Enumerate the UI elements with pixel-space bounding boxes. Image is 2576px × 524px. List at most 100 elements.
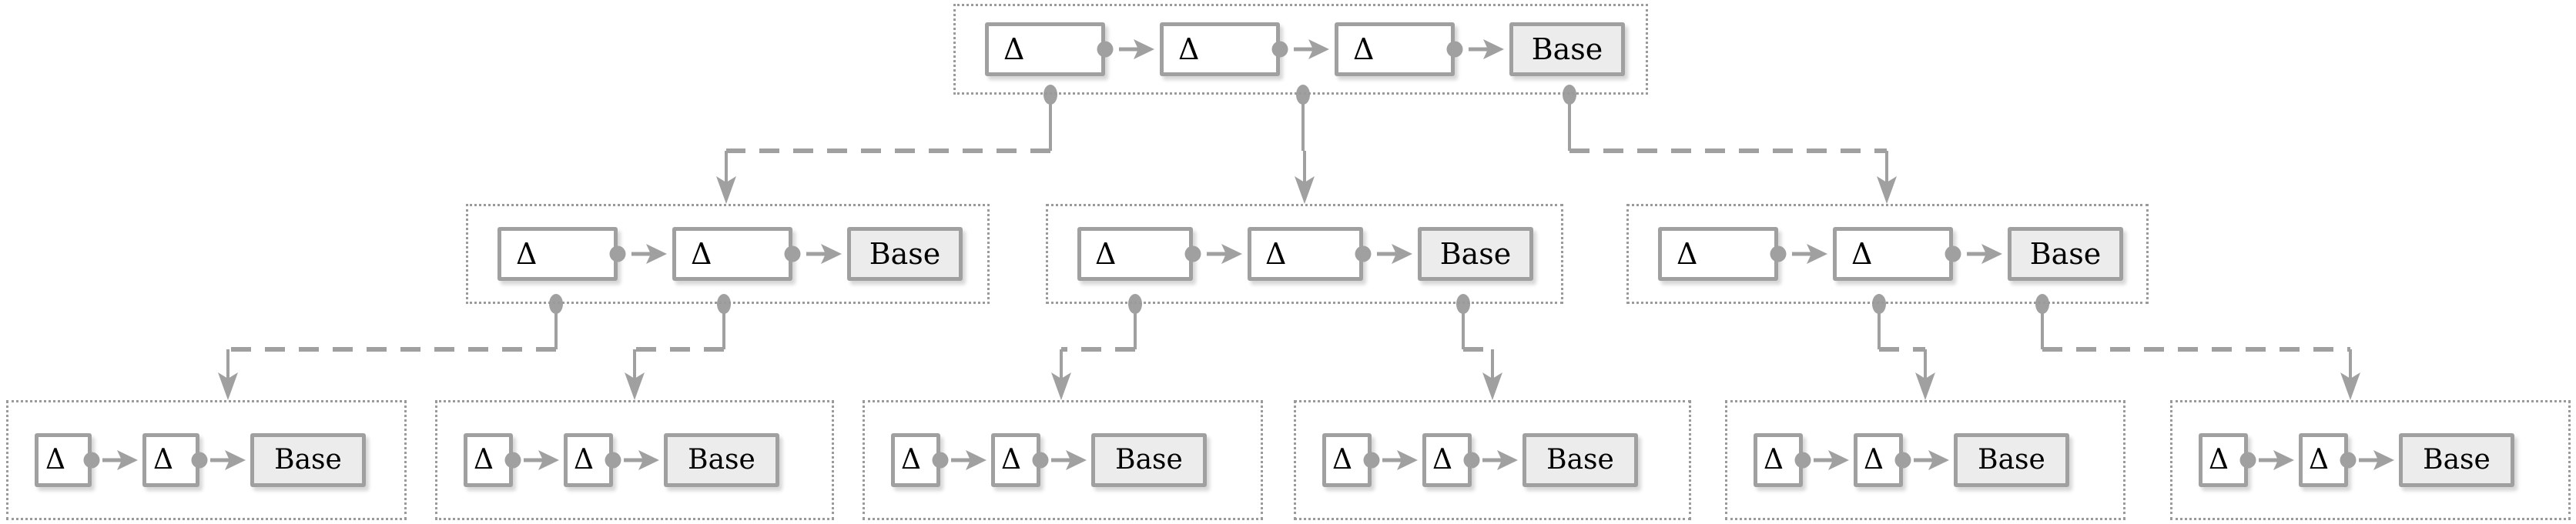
base-box[interactable]: Base: [1954, 433, 2069, 487]
delta-port-dot-icon: [1184, 245, 1201, 262]
base-box[interactable]: Base: [250, 433, 366, 487]
delta-box[interactable]: Δ: [991, 433, 1049, 487]
delta-port-dot-icon: [2239, 452, 2256, 469]
node-group-n0[interactable]: Δ Δ Δ Base: [953, 4, 1648, 95]
delta-glyph-icon: Δ: [1432, 444, 1452, 476]
delta-chain: Δ Δ Δ Base: [956, 6, 1646, 92]
chain-arrow-icon: [2359, 445, 2394, 476]
delta-port-dot-icon: [1894, 452, 1911, 469]
delta-chain: Δ Δ Base: [1296, 402, 1689, 518]
chain-spacer: [1329, 49, 1335, 50]
edge-arrowhead-icon: [1915, 372, 1935, 400]
edge-e8: [2035, 294, 2360, 400]
delta-box[interactable]: Δ: [1754, 433, 1811, 487]
base-box[interactable]: Base: [1091, 433, 1207, 487]
edge-e6: [1456, 294, 1502, 400]
delta-box[interactable]: Δ: [1658, 227, 1787, 281]
delta-box[interactable]: Δ: [1335, 22, 1463, 76]
delta-box[interactable]: Δ: [672, 227, 801, 281]
delta-glyph-icon: Δ: [1178, 32, 1200, 66]
chain-spacer: [2002, 254, 2008, 255]
chain-spacer: [667, 254, 672, 255]
delta-box[interactable]: Δ: [142, 433, 208, 487]
edge-arrowhead-icon: [1482, 372, 1502, 400]
delta-box[interactable]: Δ: [1160, 22, 1288, 76]
delta-box[interactable]: Δ: [891, 433, 949, 487]
chain-arrow-icon: [1377, 239, 1412, 269]
base-box[interactable]: Base: [847, 227, 963, 281]
delta-port-dot-icon: [932, 452, 949, 469]
edge-arrowhead-icon: [2340, 372, 2360, 400]
node-group-n7[interactable]: Δ Δ Base: [1294, 400, 1691, 520]
delta-glyph-icon: Δ: [1353, 32, 1375, 66]
node-group-n1[interactable]: Δ Δ Base: [466, 204, 990, 304]
delta-box[interactable]: Δ: [1854, 433, 1911, 487]
base-label: Base: [274, 444, 342, 476]
edge-arrowhead-icon: [716, 176, 736, 204]
chain-arrow-icon: [624, 445, 659, 476]
node-group-n2[interactable]: Δ Δ Base: [1046, 204, 1563, 304]
base-label: Base: [1115, 444, 1183, 476]
delta-box[interactable]: Δ: [1077, 227, 1201, 281]
base-box[interactable]: Base: [1522, 433, 1638, 487]
delta-box[interactable]: Δ: [464, 433, 521, 487]
chain-arrow-icon: [806, 239, 842, 269]
chain-arrow-icon: [1469, 34, 1504, 65]
delta-port-dot-icon: [605, 452, 621, 469]
delta-box[interactable]: Δ: [2199, 433, 2256, 487]
base-box[interactable]: Base: [664, 433, 779, 487]
delta-port-dot-icon: [191, 452, 208, 469]
delta-glyph-icon: Δ: [516, 237, 538, 271]
chain-arrow-icon: [1482, 445, 1518, 476]
delta-glyph-icon: Δ: [1677, 237, 1698, 271]
delta-chain: Δ Δ Base: [865, 402, 1261, 518]
delta-port-dot-icon: [1945, 245, 1961, 262]
delta-box[interactable]: Δ: [35, 433, 100, 487]
chain-arrow-icon: [631, 239, 667, 269]
chain-spacer: [842, 254, 847, 255]
delta-port-dot-icon: [1363, 452, 1380, 469]
base-box[interactable]: Base: [1418, 227, 1533, 281]
edge-e1: [1295, 85, 1315, 204]
base-box[interactable]: Base: [2008, 227, 2123, 281]
delta-port-dot-icon: [1032, 452, 1049, 469]
chain-arrow-icon: [524, 445, 559, 476]
delta-port-dot-icon: [1770, 245, 1787, 262]
edge-e7: [1872, 294, 1935, 400]
delta-glyph-icon: Δ: [1265, 237, 1287, 271]
delta-glyph-icon: Δ: [691, 237, 712, 271]
chain-spacer: [1827, 254, 1833, 255]
chain-arrow-icon: [1119, 34, 1154, 65]
delta-box[interactable]: Δ: [1422, 433, 1480, 487]
chain-arrow-icon: [1814, 445, 1849, 476]
edge-e4: [625, 294, 731, 400]
delta-port-dot-icon: [1463, 452, 1480, 469]
delta-glyph-icon: Δ: [1851, 237, 1873, 271]
delta-box[interactable]: Δ: [2299, 433, 2357, 487]
chain-arrow-icon: [1051, 445, 1087, 476]
edge-e5: [1051, 294, 1142, 400]
base-box[interactable]: Base: [1509, 22, 1625, 76]
edge-e2: [1563, 85, 1897, 204]
delta-box[interactable]: Δ: [497, 227, 626, 281]
base-label: Base: [688, 444, 755, 476]
base-box[interactable]: Base: [2399, 433, 2514, 487]
delta-box[interactable]: Δ: [1322, 433, 1380, 487]
delta-port-dot-icon: [504, 452, 521, 469]
delta-box[interactable]: Δ: [985, 22, 1114, 76]
delta-box[interactable]: Δ: [564, 433, 621, 487]
delta-chain: Δ Δ Base: [1048, 206, 1561, 302]
node-group-n3[interactable]: Δ Δ Base: [1626, 204, 2149, 304]
node-group-n6[interactable]: Δ Δ Base: [863, 400, 1263, 520]
delta-glyph-icon: Δ: [1003, 32, 1025, 66]
delta-box[interactable]: Δ: [1248, 227, 1372, 281]
delta-glyph-icon: Δ: [901, 444, 921, 476]
delta-box[interactable]: Δ: [1833, 227, 1961, 281]
delta-port-dot-icon: [1355, 245, 1372, 262]
